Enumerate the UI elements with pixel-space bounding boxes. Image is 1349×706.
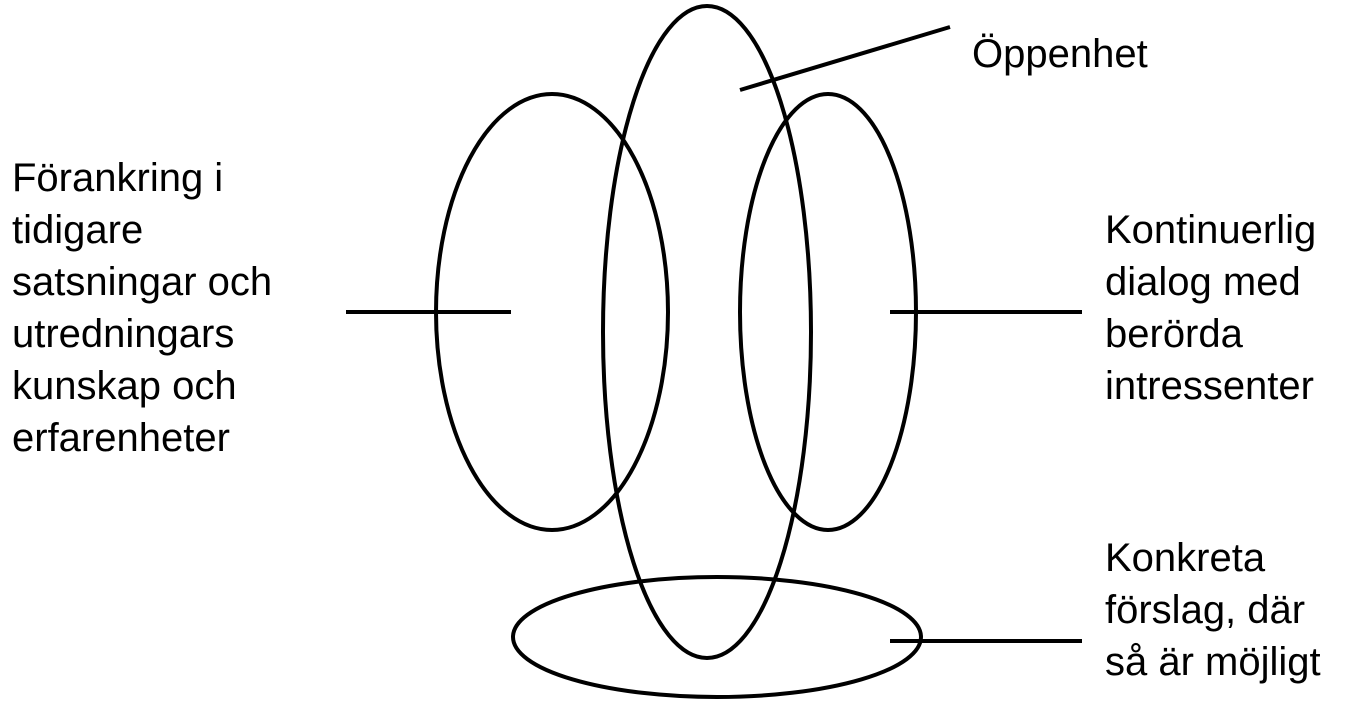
connector-top (739, 25, 951, 92)
label-dialog: Kontinuerlig dialog med berörda intresse… (1105, 204, 1316, 412)
label-left-line: Förankring i (12, 156, 224, 200)
label-right-line: berörda (1105, 312, 1243, 356)
label-left-line: erfarenheter (12, 416, 230, 460)
label-bottom-line: så är möjligt (1105, 640, 1321, 684)
label-right-line: dialog med (1105, 260, 1301, 304)
bottom-ellipse (511, 575, 923, 699)
label-konkreta: Konkreta förslag, där så är möjligt (1105, 532, 1321, 688)
label-forankring: Förankring i tidigare satsningar och utr… (12, 152, 272, 464)
label-bottom-line: förslag, där (1105, 588, 1306, 632)
label-right-line: Kontinuerlig (1105, 208, 1317, 252)
label-left-line: satsningar och (12, 260, 273, 304)
label-top-line: Öppenhet (972, 32, 1148, 76)
label-left-line: kunskap och (12, 364, 237, 408)
center-ellipse (601, 4, 813, 660)
label-bottom-line: Konkreta (1105, 536, 1266, 580)
label-right-line: intressenter (1105, 364, 1314, 408)
label-left-line: utredningars (12, 312, 235, 356)
label-oppenhet: Öppenhet (972, 28, 1148, 80)
label-left-line: tidigare (12, 208, 144, 252)
right-ellipse (738, 92, 918, 532)
